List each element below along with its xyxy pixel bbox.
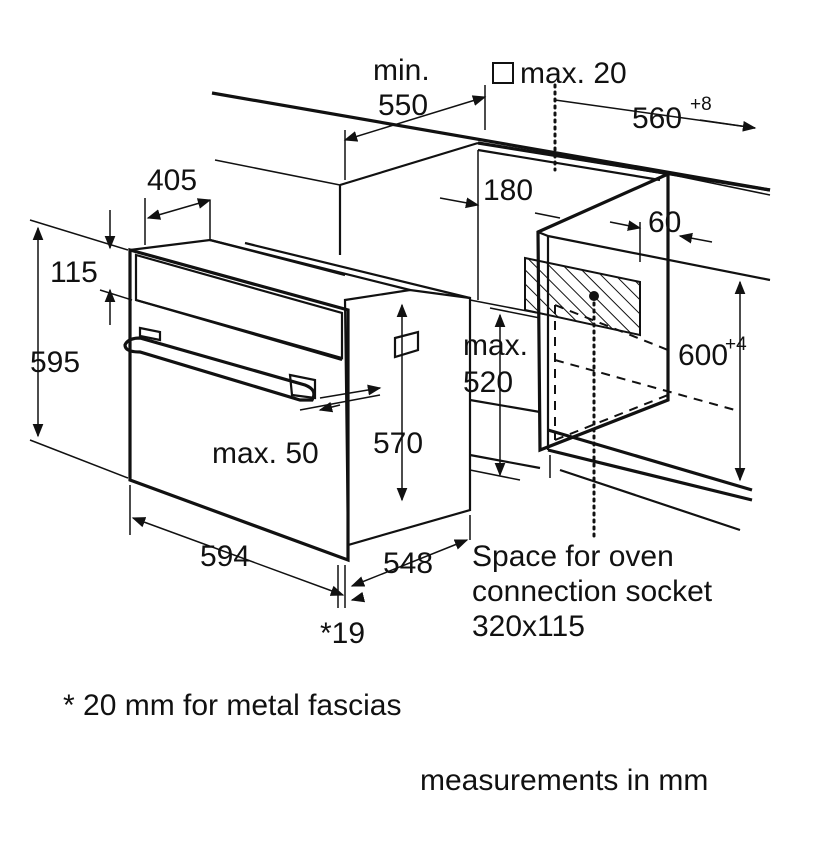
label-height-115: 115 [50, 256, 98, 289]
socket-area [524, 83, 641, 542]
socket-note: Space for oven connection socket 320x115 [472, 540, 713, 643]
niche-hidden-outline [554, 304, 736, 441]
dimension-lines [29, 85, 757, 608]
label-gap-180: 180 [483, 174, 533, 207]
square-symbol-icon [492, 62, 514, 84]
dimension-labels: min. 550 max. 20 560 +8 405 180 60 115 5… [30, 54, 747, 650]
units-note: measurements in mm [420, 764, 708, 797]
socket-note-line2: connection socket [472, 575, 713, 608]
label-max: max. [463, 329, 528, 362]
socket-note-line3: 320x115 [472, 610, 585, 643]
footnote: * 20 mm for metal fascias [63, 689, 401, 722]
label-max50: max. 50 [212, 437, 319, 470]
label-depth-520: 520 [463, 366, 513, 399]
label-max20: max. 20 [520, 57, 627, 90]
label-fascia-19: *19 [320, 617, 365, 650]
label-width-560: 560 [632, 102, 682, 135]
label-height-600: 600 [678, 339, 728, 372]
label-depth-405: 405 [147, 164, 197, 197]
label-gap-60: 60 [648, 206, 681, 239]
oven-body [123, 238, 472, 563]
label-depth-550: 550 [378, 89, 428, 122]
label-height-595: 595 [30, 346, 80, 379]
socket-note-line1: Space for oven [472, 540, 674, 573]
label-depth-548: 548 [383, 547, 433, 580]
label-width-560-tol: +8 [690, 94, 712, 115]
label-min: min. [373, 54, 430, 87]
label-height-570: 570 [373, 427, 423, 460]
label-width-594: 594 [200, 540, 250, 573]
label-height-600-tol: +4 [725, 334, 747, 355]
